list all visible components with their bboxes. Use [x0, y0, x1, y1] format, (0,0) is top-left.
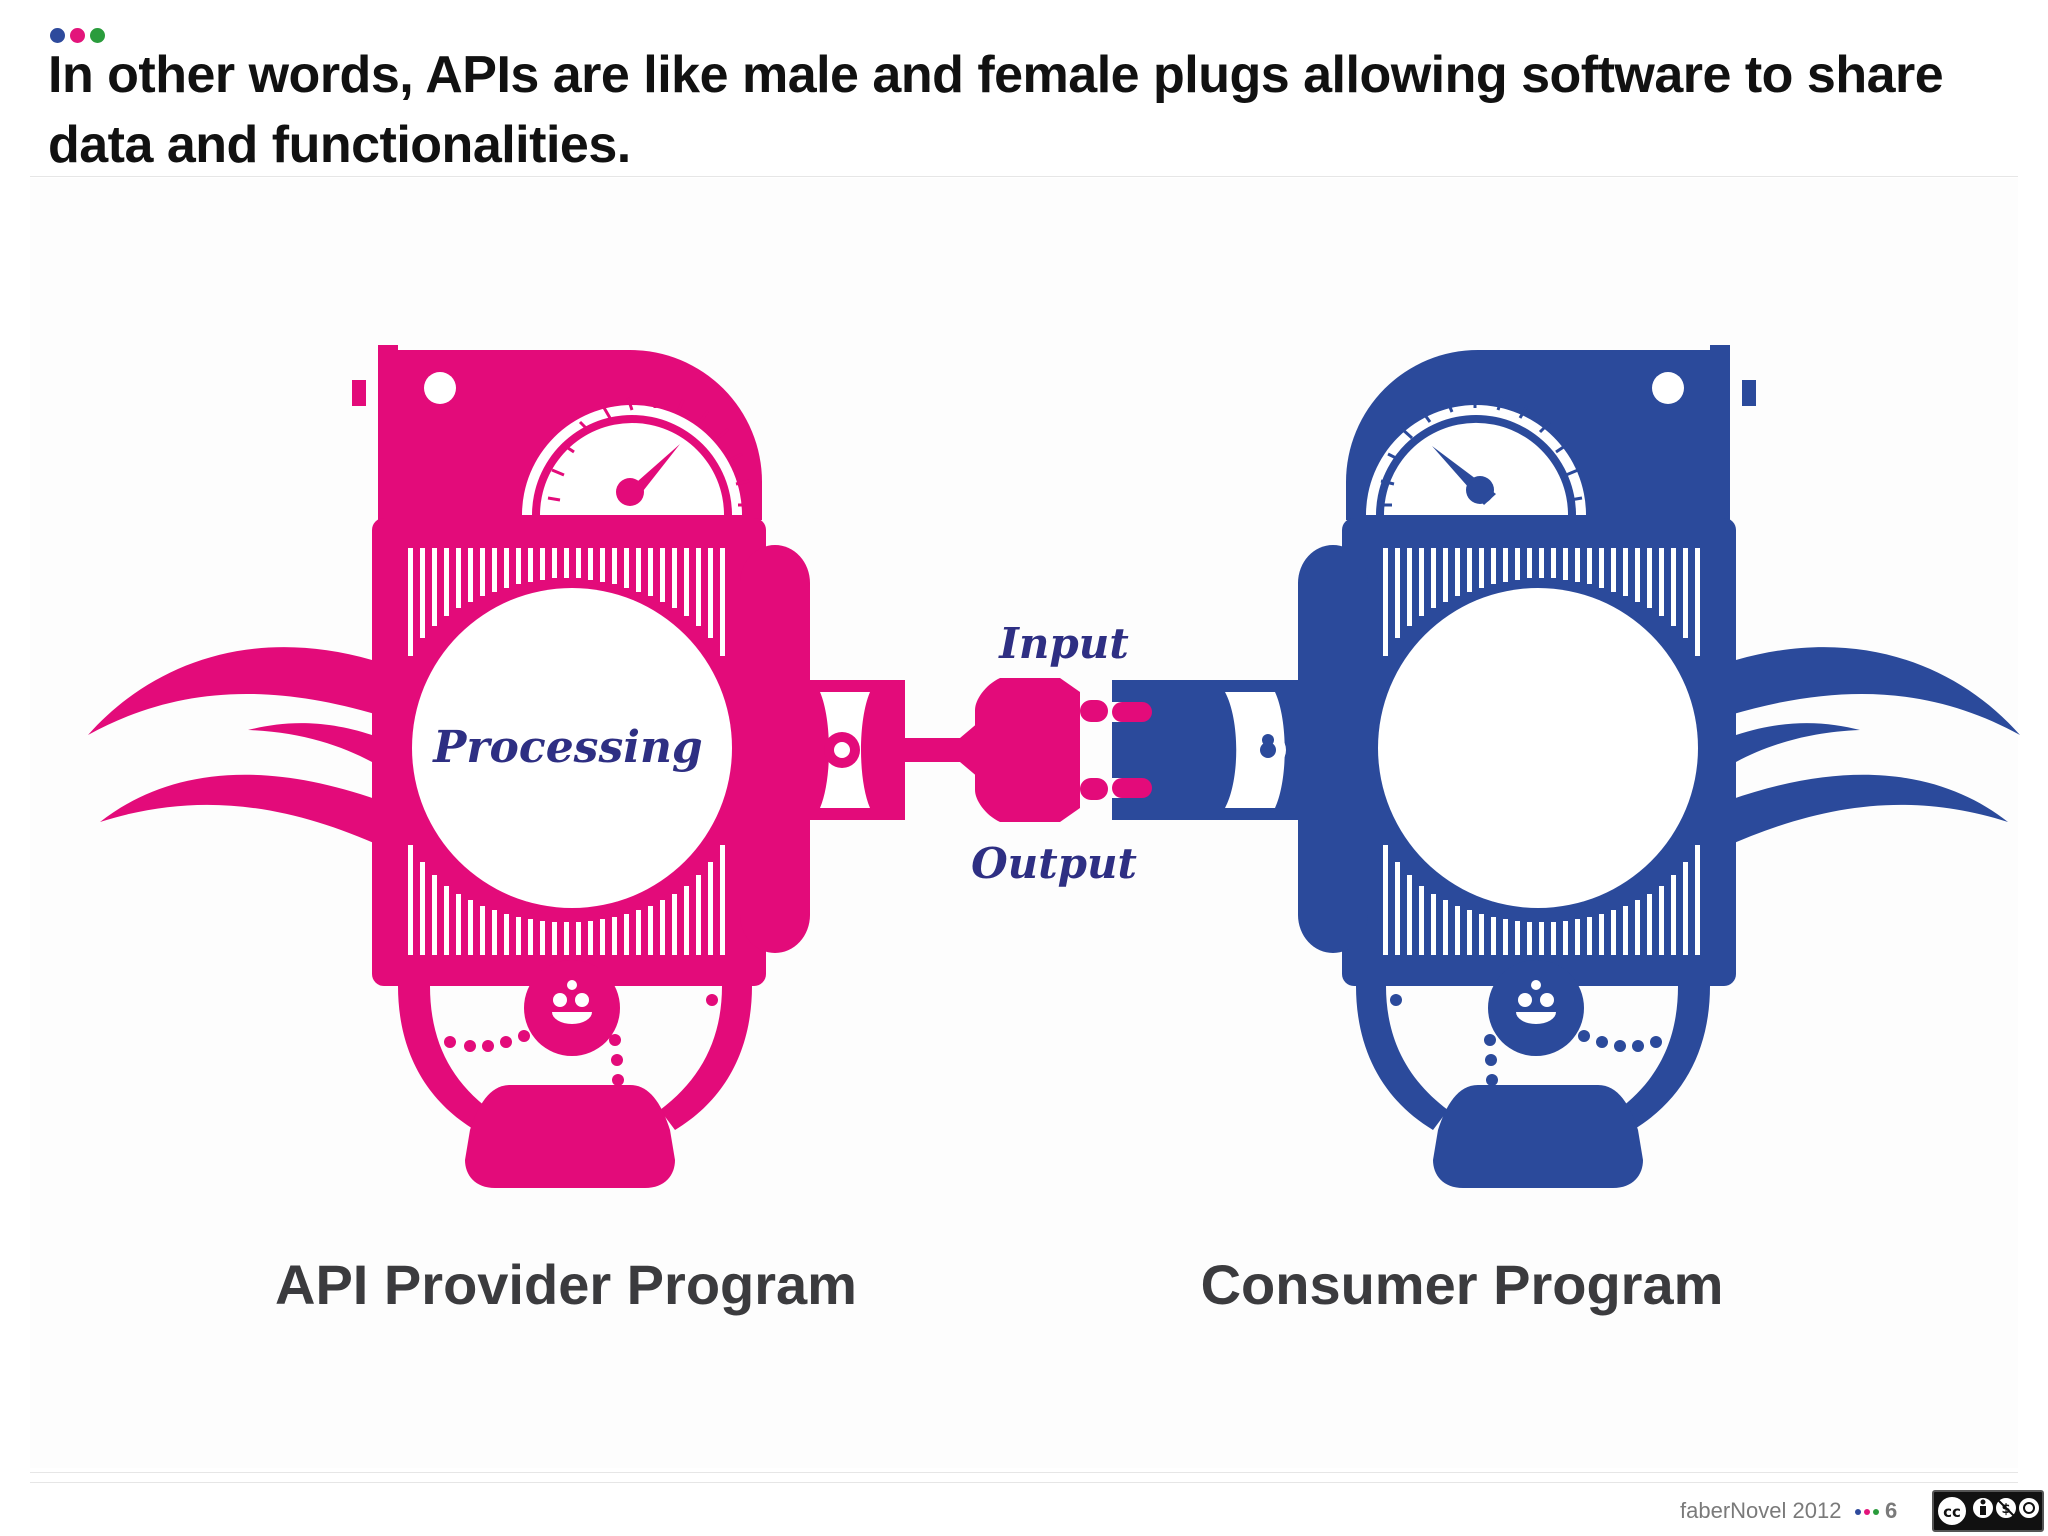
- provider-processing-circle: [412, 588, 732, 908]
- consumer-head-knob: [1742, 380, 1756, 406]
- svg-text:$: $: [2001, 1502, 2010, 1517]
- consumer-dots: [1390, 994, 1662, 1086]
- male-plug: [905, 678, 1108, 822]
- male-plug-body: [975, 678, 1080, 822]
- consumer-tentacle-top: [1730, 647, 2020, 735]
- consumer-gauge: [1379, 395, 1583, 507]
- brand-dot-green: [90, 28, 105, 43]
- consumer-head-side: [1710, 345, 1730, 520]
- consumer-tentacle-mid: [1736, 723, 1860, 762]
- provider-tentacle-mid: [248, 723, 372, 762]
- consumer-left-leg: [1356, 986, 1448, 1130]
- processing-label: Processing: [431, 722, 702, 773]
- provider-right-leg: [660, 986, 752, 1130]
- provider-details: [408, 372, 955, 1024]
- input-label: Input: [998, 619, 1129, 668]
- provider-foot: [465, 1085, 675, 1188]
- provider-gear: [524, 960, 620, 1056]
- provider-tentacle-top: [88, 647, 378, 735]
- male-plug-pin-bottom: [1080, 778, 1108, 800]
- provider-head-hole: [424, 372, 456, 404]
- consumer-tentacle-low: [1723, 774, 2008, 848]
- provider-vents-bottom: [408, 845, 725, 955]
- provider-body-right: [740, 545, 810, 953]
- consumer-right-leg: [1618, 986, 1710, 1130]
- header-divider: [30, 176, 2018, 177]
- consumer-program-label: Consumer Program: [1200, 1253, 1724, 1316]
- footer-brand: faberNovel 2012: [1680, 1498, 1842, 1523]
- provider-gauge: [547, 395, 751, 507]
- provider-program-label: API Provider Program: [275, 1253, 857, 1316]
- cc-license-icon: cc $: [1932, 1490, 2044, 1532]
- brand-dots: [50, 28, 105, 43]
- consumer-gear: [1488, 960, 1584, 1056]
- male-plug-pin-top: [1080, 700, 1108, 722]
- footer-divider-2: [30, 1482, 2018, 1483]
- consumer-vents-top: [1383, 548, 1700, 656]
- provider-tentacle-low: [100, 774, 385, 848]
- footer-divider: [30, 1472, 2018, 1473]
- provider-head-side: [378, 345, 398, 520]
- brand-dot-blue: [50, 28, 65, 43]
- page-number: 6: [1885, 1498, 1898, 1523]
- provider-left-leg: [398, 986, 490, 1130]
- provider-dots: [444, 994, 718, 1086]
- socket-inserted-pins: [1112, 702, 1152, 798]
- provider-vents-top: [408, 548, 725, 656]
- consumer-core-circle: [1378, 588, 1698, 908]
- slide-title: In other words, APIs are like male and f…: [48, 46, 1944, 174]
- brand-dot-pink: [70, 28, 85, 43]
- consumer-foot: [1433, 1085, 1643, 1188]
- footer-brand-dots: [1855, 1509, 1879, 1515]
- svg-text:cc: cc: [1943, 1503, 1961, 1521]
- consumer-body-left: [1298, 545, 1368, 953]
- consumer-vents-bottom: [1383, 845, 1700, 955]
- output-label: Output: [971, 839, 1137, 888]
- consumer-details: [1112, 372, 1700, 1024]
- provider-head-knob: [352, 380, 366, 406]
